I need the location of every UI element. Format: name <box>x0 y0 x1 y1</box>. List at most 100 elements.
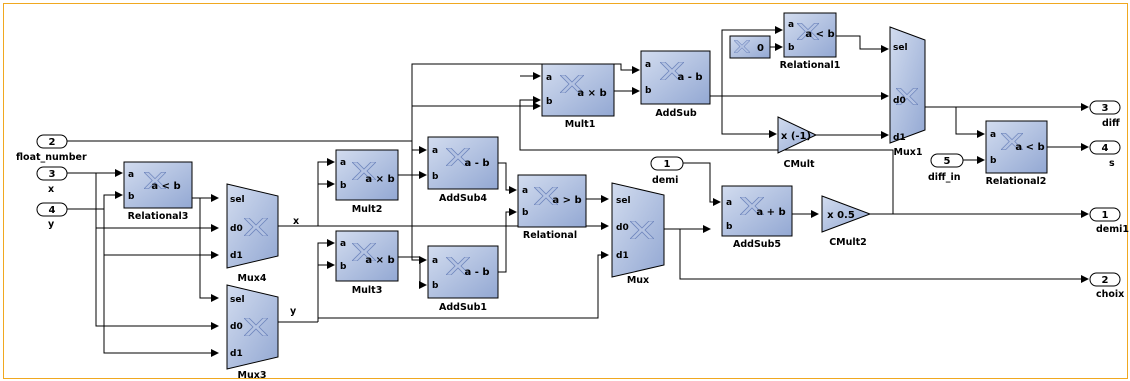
input-port-number: 5 <box>944 156 951 167</box>
constant-value: 0 <box>757 43 764 54</box>
block-operation: a < b <box>151 181 180 192</box>
signal-label-y: y <box>290 306 297 317</box>
addsub1-block[interactable]: a b a - b AddSub1 <box>427 245 499 313</box>
input-port-number: 2 <box>49 137 56 148</box>
port-sel-label: sel <box>230 195 245 205</box>
port-b-label: b <box>788 43 795 53</box>
block-operation: a × b <box>577 88 606 99</box>
block-operation: a × b <box>365 255 394 266</box>
port-b-label: b <box>546 97 553 107</box>
port-d1-label: d1 <box>893 133 906 143</box>
output-port-choix: 2 choix <box>1089 272 1124 300</box>
signal-label-x: x <box>293 216 299 227</box>
block-operation: a < b <box>1015 142 1044 153</box>
addsub4-block[interactable]: a b a - b AddSub4 <box>427 136 499 204</box>
constant-block[interactable]: 0 <box>729 35 771 59</box>
block-name: AddSub5 <box>733 239 781 250</box>
block-operation: a > b <box>552 195 581 206</box>
block-name: Relational2 <box>986 176 1047 187</box>
block-name: Mult2 <box>352 204 383 215</box>
block-operation: a + b <box>756 207 785 218</box>
mult3-block[interactable]: a b a × b Mult3 <box>335 230 399 296</box>
cmult-block[interactable]: x (-1) CMult <box>777 116 818 170</box>
block-operation: a - b <box>464 267 489 278</box>
port-a-label: a <box>726 198 732 208</box>
port-a-label: a <box>340 239 346 249</box>
port-a-label: a <box>128 170 134 180</box>
mux1-block[interactable]: sel d0 d1 Mux1 <box>889 26 926 158</box>
port-sel-label: sel <box>893 43 908 53</box>
output-port-diff: 3 diff <box>1089 100 1121 129</box>
port-b-label: b <box>432 281 439 291</box>
input-port-label: x <box>48 184 54 195</box>
block-operation: x 0.5 <box>827 210 855 221</box>
output-port-number: 3 <box>1102 103 1109 114</box>
port-a-label: a <box>788 20 794 30</box>
input-port-label: demi <box>652 175 678 186</box>
port-d1-label: d1 <box>230 349 243 359</box>
block-name: Mux1 <box>894 147 923 158</box>
cmult2-block[interactable]: x 0.5 CMult2 <box>821 195 872 248</box>
block-operation: a < b <box>805 29 834 40</box>
output-port-number: 2 <box>1102 275 1109 286</box>
input-port-number: 3 <box>49 169 56 180</box>
port-b-label: b <box>340 262 347 272</box>
relational1-block[interactable]: a b a < b Relational1 <box>780 12 841 71</box>
port-a-label: a <box>990 130 996 140</box>
port-sel-label: sel <box>230 295 245 305</box>
port-d0-label: d0 <box>230 224 243 234</box>
block-name: Relational1 <box>780 60 841 71</box>
mult2-block[interactable]: a b a × b Mult2 <box>335 149 399 215</box>
input-port-y: 4 y <box>36 202 68 230</box>
port-d1-label: d1 <box>616 251 629 261</box>
input-port-label: float_number <box>16 152 87 163</box>
block-name: AddSub <box>655 108 697 119</box>
port-b-label: b <box>128 192 135 202</box>
block-operation: x (-1) <box>781 131 811 142</box>
wires <box>67 26 1089 357</box>
diagram-frame <box>3 3 1128 379</box>
input-port-diff-in: 5 diff_in <box>928 153 964 183</box>
port-d0-label: d0 <box>230 322 243 332</box>
relational2-block[interactable]: a b a < b Relational2 <box>985 120 1048 187</box>
mux-block[interactable]: sel d0 d1 Mux <box>611 182 665 286</box>
relational3-block[interactable]: a b a < b Relational3 <box>123 161 193 222</box>
output-port-label: choix <box>1096 289 1124 300</box>
mux3-block[interactable]: sel d0 d1 Mux3 <box>226 284 279 381</box>
port-d1-label: d1 <box>230 251 243 261</box>
addsub5-block[interactable]: a b a + b AddSub5 <box>721 185 793 250</box>
port-a-label: a <box>546 73 552 83</box>
block-name: Mult3 <box>352 285 383 296</box>
block-operation: a - b <box>464 158 489 169</box>
block-operation: a - b <box>677 72 702 83</box>
block-name: Relational3 <box>128 211 189 222</box>
relational-block[interactable]: a b a > b Relational <box>517 174 587 241</box>
input-port-x: 3 x <box>36 166 68 195</box>
output-port-number: 1 <box>1102 210 1109 221</box>
block-name: Mux <box>627 275 649 286</box>
block-name: Mult1 <box>565 119 596 130</box>
input-port-float-number: 2 float_number <box>16 134 87 163</box>
input-port-label: y <box>48 219 55 230</box>
port-a-label: a <box>340 158 346 168</box>
port-b-label: b <box>645 86 652 96</box>
port-b-label: b <box>522 208 529 218</box>
output-port-label: demi1 <box>1096 224 1129 235</box>
port-b-label: b <box>340 181 347 191</box>
mux4-block[interactable]: sel d0 d1 Mux4 <box>226 183 279 284</box>
input-port-number: 1 <box>664 159 671 170</box>
input-port-demi: 1 demi <box>650 156 684 186</box>
addsub-block[interactable]: a b a - b AddSub <box>640 50 711 119</box>
port-sel-label: sel <box>616 196 631 206</box>
output-port-label: diff <box>1102 118 1120 129</box>
output-port-number: 4 <box>1102 143 1109 154</box>
block-name: Mux3 <box>238 370 267 381</box>
block-name: Relational <box>523 230 577 241</box>
output-port-demi1: 1 demi1 <box>1089 207 1129 235</box>
block-name: CMult <box>784 159 815 170</box>
mult1-block[interactable]: a b a × b Mult1 <box>541 63 615 130</box>
port-d0-label: d0 <box>893 96 906 106</box>
output-port-label: s <box>1109 158 1115 169</box>
port-d0-label: d0 <box>616 223 629 233</box>
